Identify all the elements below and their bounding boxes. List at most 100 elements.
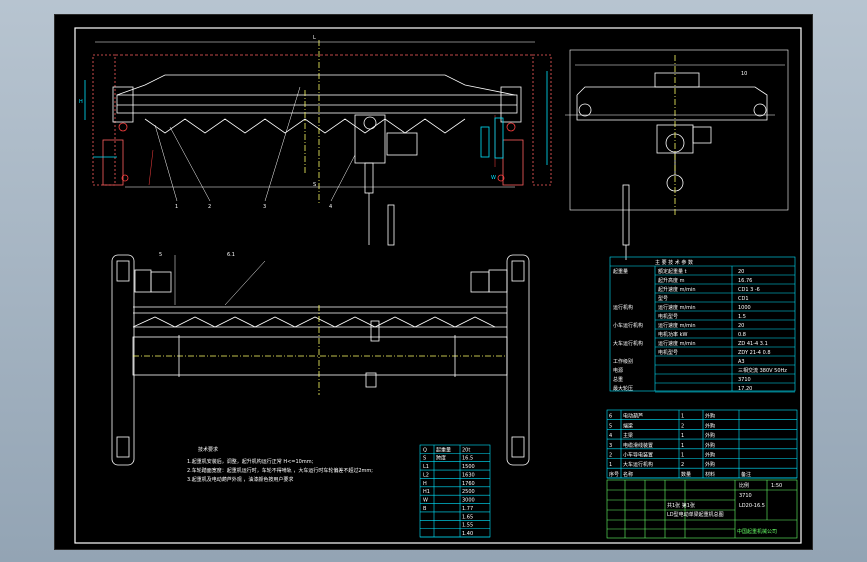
parts-cell: 外购: [705, 422, 715, 429]
title-block: [606, 479, 798, 539]
spec-row-value: CD1: [738, 296, 749, 302]
crane-drawing: L S H W 1 2 3 4 5 6.1 10: [74, 27, 802, 544]
param-cell: L1: [423, 464, 429, 470]
param-cell: W: [423, 498, 428, 504]
dim-top-span: L: [313, 35, 316, 41]
spec-row-label: 运行速度 m/min: [658, 322, 696, 329]
title-drawing-name: LD型电动单梁起重机总图: [667, 511, 724, 518]
spec-row-group: 小车运行机构: [613, 322, 643, 329]
side-elevation-view: [565, 49, 789, 260]
param-cell: H: [423, 481, 427, 487]
spec-row-label: 型号: [658, 295, 668, 302]
spec-row-label: 额定起重量 t: [658, 268, 687, 275]
parts-cell: 外购: [705, 442, 715, 449]
spec-row-label: 电机功率 kW: [658, 331, 687, 338]
spec-row-label: 起升速度 m/min: [658, 286, 696, 293]
parts-cell: 2: [609, 453, 612, 459]
parts-cell: 小车导电装置: [623, 452, 653, 459]
notes-line-3: 3.起重机及电动葫芦外观 ，油漆颜色按用户要求: [187, 476, 293, 483]
spec-row-value: ZD 41-4 3.1: [738, 341, 768, 347]
spec-row-label: 运行速度 m/min: [658, 304, 696, 311]
spec-row-value: ZDY 21-4 0.8: [738, 350, 771, 356]
param-cell: 起重量: [436, 446, 451, 453]
parts-cell: 外购: [705, 432, 715, 439]
title-drawing-no: LD20-16.5: [739, 503, 765, 509]
technical-notes: 技术要求 1.起重机安装后，调整，起升机构运行正常 H<=10mm; 2.车轮踏…: [187, 446, 373, 483]
spec-row-group: 起重量: [613, 268, 628, 275]
part-label-3: 3: [263, 204, 266, 210]
spec-row-group: 工作级别: [613, 358, 633, 365]
title-sheet: 共1张 第1张: [667, 502, 695, 509]
title-scale-label: 比例: [739, 482, 749, 489]
param-cell: B: [423, 506, 427, 512]
spec-row-group: 电源: [613, 367, 623, 374]
param-cell: Q: [423, 447, 427, 453]
parts-cell: 大车运行机构: [623, 461, 653, 468]
parts-cell: 名称: [623, 471, 633, 478]
spec-row-label: 起升高度 m: [658, 277, 685, 284]
parts-cell: 电缆滑线装置: [623, 442, 653, 449]
param-cell: S: [423, 456, 426, 462]
param-cell: 1630: [462, 472, 475, 478]
parts-cell: 1: [681, 414, 684, 420]
spec-row-value: 20: [738, 269, 744, 275]
param-cell: L2: [423, 472, 429, 478]
drawing-canvas[interactable]: L S H W 1 2 3 4 5 6.1 10: [54, 14, 813, 550]
spec-row-group: 大车运行机构: [613, 340, 643, 347]
parts-cell: 外购: [705, 452, 715, 459]
parts-cell: 材料: [705, 471, 715, 478]
spec-row-value: 17.20: [738, 386, 752, 392]
part-label-4: 4: [329, 204, 332, 210]
parts-cell: 1: [681, 453, 684, 459]
dim-side-span: S: [313, 182, 316, 188]
parts-cell: 数量: [681, 471, 691, 478]
param-cell: 跨度: [436, 455, 446, 462]
dim-side-small: 10: [741, 71, 747, 77]
parts-cell: 序号: [609, 471, 619, 478]
title-company: 中国起重机械公司: [737, 528, 777, 535]
parts-cell: 2: [681, 423, 684, 429]
spec-row-value: 3710: [738, 377, 751, 383]
spec-row-value: CD1 3 -6: [738, 287, 760, 293]
spec-row-value: 1000: [738, 305, 751, 311]
parts-cell: 3: [609, 443, 612, 449]
drawing-border: [74, 27, 802, 544]
param-cell: 1.40: [462, 531, 473, 537]
spec-table-header: 主 要 技 术 参 数: [655, 259, 693, 266]
notes-title: 技术要求: [198, 446, 218, 453]
param-cell: 1760: [462, 481, 475, 487]
spec-row-value: 20: [738, 323, 744, 329]
param-cell: 3000: [462, 498, 475, 504]
spec-row-group: 最大轮压: [613, 385, 633, 392]
param-cell: 16.5: [462, 456, 473, 462]
parts-cell: 端梁: [623, 422, 633, 429]
spec-row-value: 三相交流 380V 50Hz: [738, 367, 787, 374]
spec-row-value: 0.8: [738, 332, 746, 338]
parts-cell: 6: [609, 414, 612, 420]
title-weight: 3710: [739, 493, 752, 499]
spec-row-label: 电机型号: [658, 349, 678, 356]
param-cell: 1.55: [462, 523, 473, 529]
parts-cell: 1: [609, 462, 612, 468]
parts-cell: 外购: [705, 413, 715, 420]
spec-row-label: 运行速度 m/min: [658, 340, 696, 347]
spec-row-label: 电机型号: [658, 313, 678, 320]
part-label-2: 2: [208, 204, 211, 210]
param-cell: 1500: [462, 464, 475, 470]
part-label-6: 6.1: [227, 252, 235, 258]
param-cell: 1.77: [462, 506, 473, 512]
param-cell: 20t: [462, 447, 470, 453]
param-cell: H1: [423, 489, 430, 495]
spec-row-value: A3: [738, 359, 745, 365]
title-scale: 1:50: [771, 483, 782, 489]
dim-height: H: [79, 99, 83, 105]
part-label-1: 1: [175, 204, 178, 210]
spec-row-group: 总重: [613, 376, 623, 383]
parts-cell: 1: [681, 443, 684, 449]
param-cell: 2500: [462, 489, 475, 495]
spec-row-value: 16.76: [738, 278, 752, 284]
parts-cell: 1: [681, 433, 684, 439]
part-label-5: 5: [159, 252, 162, 258]
